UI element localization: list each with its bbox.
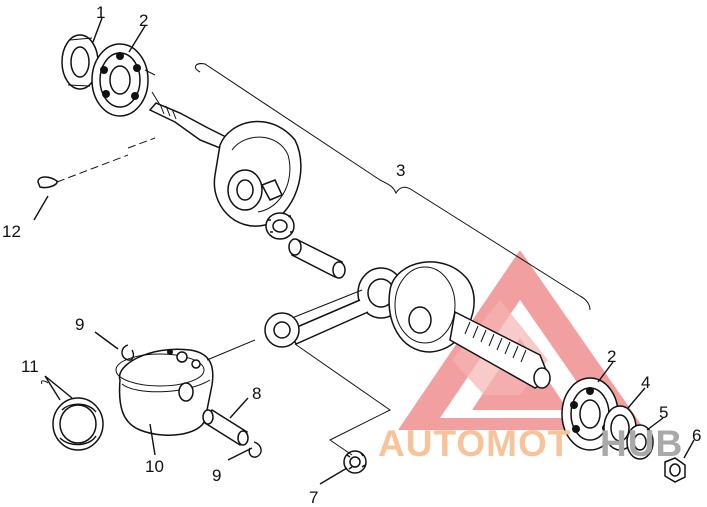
woodruff-key-part-12 [37, 176, 58, 189]
watermark-text: AUTOMOT HUB [378, 423, 683, 464]
needle-bearing-part-7 [343, 450, 367, 474]
callout-9-bottom: 9 [212, 466, 221, 485]
callout-7: 7 [309, 488, 318, 507]
callout-1: 1 [96, 3, 105, 22]
callout-6: 6 [692, 426, 701, 445]
piston-rings-part-11 [52, 397, 104, 451]
crankshaft-left-half [148, 102, 302, 227]
callout-12: 12 [2, 222, 21, 241]
callout-leaders [33, 17, 695, 485]
spacer-part-5 [626, 424, 654, 460]
bearing-part-2-left [91, 43, 149, 117]
callout-10: 10 [145, 457, 164, 476]
watermark-text-orange: AUTOMOT [378, 423, 571, 464]
watermark-text-gray: HUB [600, 423, 683, 464]
nut-part-6 [664, 457, 686, 483]
crankshaft-right-half [388, 261, 551, 389]
callout-5: 5 [659, 403, 668, 422]
callout-2-left: 2 [139, 11, 148, 30]
callout-8: 8 [252, 384, 261, 403]
callout-11: 11 [21, 357, 39, 376]
crank-pin [288, 238, 346, 279]
connecting-rod [264, 267, 405, 348]
callout-2-right: 2 [607, 347, 616, 366]
callout-3: 3 [396, 161, 405, 180]
piston-part-10 [115, 348, 214, 436]
circlip-part-9-bottom [248, 441, 262, 458]
callout-numbers: 1 2 3 2 4 5 6 7 8 9 9 10 11 12 [2, 3, 701, 507]
piston-pin-part-8 [202, 408, 249, 447]
oil-seal-part-1 [61, 34, 99, 90]
callout-9-top: 9 [75, 315, 84, 334]
callout-4: 4 [641, 373, 650, 392]
assembly-lines [41, 63, 591, 456]
circlip-part-9-top [121, 344, 135, 361]
needle-bearing-small [265, 212, 295, 240]
